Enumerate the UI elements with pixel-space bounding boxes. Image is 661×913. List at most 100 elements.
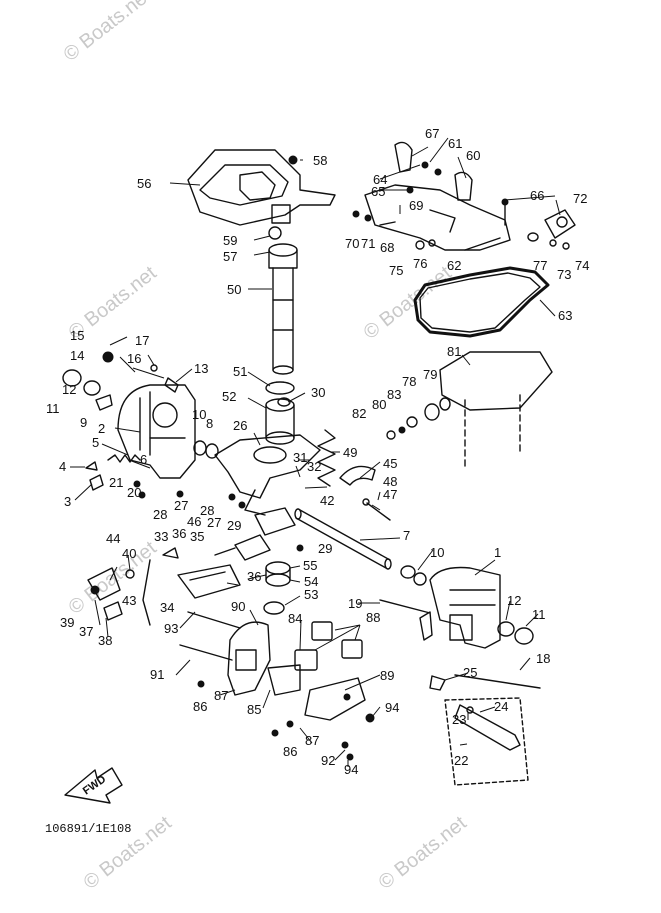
callout: 4	[59, 459, 66, 474]
callout: 42	[320, 493, 334, 508]
callout: 87	[305, 733, 319, 748]
callout: 21	[109, 475, 123, 490]
callout: 31	[293, 450, 307, 465]
callout: 29	[318, 541, 332, 556]
callout: 90	[231, 599, 245, 614]
drawing-code: 106891/1E108	[45, 822, 131, 836]
callout: 37	[79, 624, 93, 639]
callout: 87	[214, 688, 228, 703]
callout: 53	[304, 587, 318, 602]
callout: 91	[150, 667, 164, 682]
tilt-handle-assembly-part	[364, 141, 511, 251]
callout: 56	[137, 176, 151, 191]
callout: 55	[303, 558, 317, 573]
callout: 17	[135, 333, 149, 348]
callout: 5	[92, 435, 99, 450]
callout: 58	[313, 153, 327, 168]
callout: 72	[573, 191, 587, 206]
callout: 50	[227, 282, 241, 297]
steering-bracket-part	[187, 149, 336, 226]
callout: 30	[311, 385, 325, 400]
callout: 54	[304, 574, 318, 589]
callout: 27	[207, 515, 221, 530]
callout: 23	[452, 712, 466, 727]
callout: 52	[222, 389, 236, 404]
callout: 11	[46, 401, 60, 416]
callout: 39	[60, 615, 74, 630]
callout: 12	[507, 593, 521, 608]
callout: 80	[372, 397, 386, 412]
callout: 9	[80, 415, 87, 430]
callout: 6	[140, 452, 147, 467]
callout: 94	[344, 762, 358, 777]
callout: 34	[160, 600, 174, 615]
callout: 60	[466, 148, 480, 163]
callout: 40	[122, 546, 136, 561]
callout: 64	[373, 172, 387, 187]
callout: 22	[454, 753, 468, 768]
callout: 93	[164, 621, 178, 636]
callout: 63	[558, 308, 572, 323]
callout: 62	[447, 258, 461, 273]
steering-shaft-part	[268, 243, 298, 375]
callout-labels: 67 61 60 58 56 64 65 66 72 69 70 71 68 5…	[46, 126, 589, 777]
callout: 28	[200, 503, 214, 518]
callout: 71	[361, 236, 375, 251]
callout: 2	[98, 421, 105, 436]
callout: 11	[532, 607, 546, 622]
callout: 13	[194, 361, 208, 376]
callout: 12	[62, 382, 76, 397]
callout: 49	[343, 445, 357, 460]
callout: 36	[172, 526, 186, 541]
callout: 76	[413, 256, 427, 271]
callout: 83	[387, 387, 401, 402]
callout: 67	[425, 126, 439, 141]
clamp-bracket-right-part	[429, 566, 501, 649]
callout: 94	[385, 700, 399, 715]
callout: 70	[345, 236, 359, 251]
callout: 61	[448, 136, 462, 151]
callout: 26	[233, 418, 247, 433]
callout: 81	[447, 344, 461, 359]
swivel-bracket-part	[214, 434, 321, 516]
callout: 46	[187, 514, 201, 529]
callout: 47	[383, 487, 397, 502]
callout: 3	[64, 494, 71, 509]
callout: 14	[70, 348, 84, 363]
callout: 85	[247, 702, 261, 717]
callout: 51	[233, 364, 247, 379]
callout: 65	[371, 184, 385, 199]
callout: 38	[98, 633, 112, 648]
callout: 43	[122, 593, 136, 608]
callout: 16	[127, 351, 141, 366]
callout: 86	[283, 744, 297, 759]
callout: 48	[383, 474, 397, 489]
callout: 18	[536, 651, 550, 666]
callout: 74	[575, 258, 589, 273]
callout: 20	[127, 485, 141, 500]
part-drawings: FWD	[62, 141, 576, 804]
callout: 19	[348, 596, 362, 611]
callout: 77	[533, 258, 547, 273]
clamp-bracket-left-part	[117, 384, 196, 479]
callout: 10	[192, 407, 206, 422]
callout: 89	[380, 668, 394, 683]
callout: 28	[153, 507, 167, 522]
callout: 68	[380, 240, 394, 255]
callout: 35	[190, 529, 204, 544]
callout: 73	[557, 267, 571, 282]
watermark: © Boats.net	[60, 0, 156, 66]
callout: 29	[227, 518, 241, 533]
fwd-arrow: FWD	[64, 767, 123, 804]
callout: 7	[403, 528, 410, 543]
callout: 86	[193, 699, 207, 714]
callout: 10	[430, 545, 444, 560]
callout: 15	[70, 328, 84, 343]
callout: 25	[463, 665, 477, 680]
watermark: © Boats.net	[375, 812, 471, 894]
watermark: © Boats.net	[360, 262, 456, 344]
callout: 32	[307, 459, 321, 474]
callout: 92	[321, 753, 335, 768]
callout: 66	[530, 188, 544, 203]
